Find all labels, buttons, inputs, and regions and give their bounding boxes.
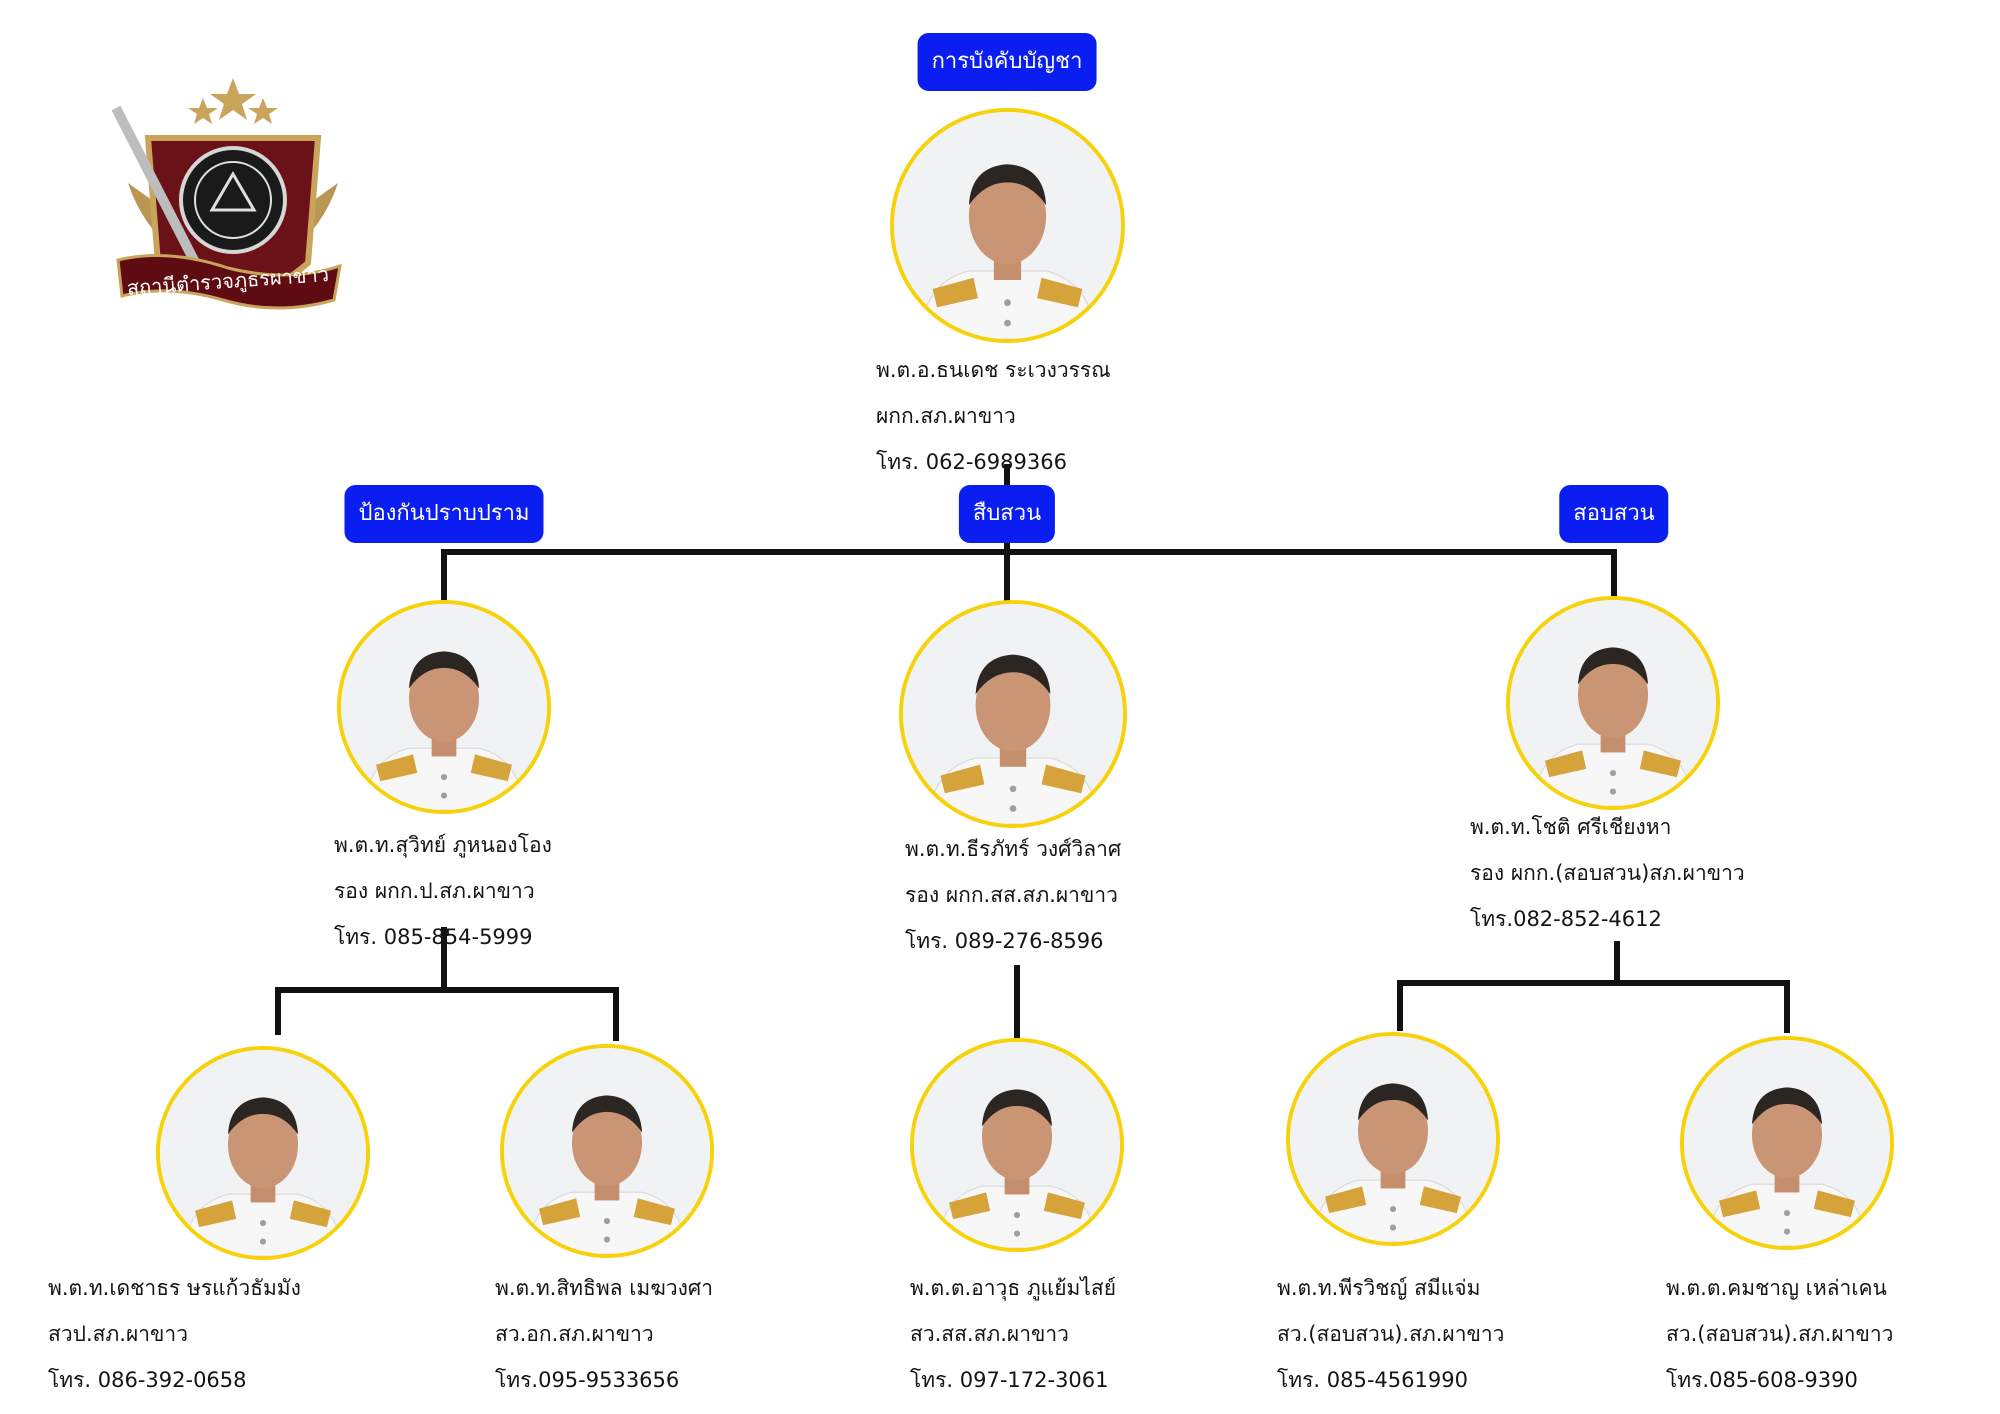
label-inquiry: สอบสวน xyxy=(1559,485,1669,543)
deputy-inquiry-photo xyxy=(1506,596,1720,810)
deputy-prevention-info: พ.ต.ท.สุวิทย์ ภูหนองโอง รอง ผกก.ป.สภ.ผาข… xyxy=(334,822,552,960)
name: พ.ต.ท.เดชาธร ษรแก้วธัมมัง xyxy=(48,1276,301,1300)
inspector-investigation-a-info: พ.ต.ท.สิทธิพล เมฆวงศา สว.อก.สภ.ผาขาว โทร… xyxy=(495,1265,713,1403)
inspector-investigation-a-photo xyxy=(500,1044,714,1258)
position: รอง ผกก.(สอบสวน)สภ.ผาขาว xyxy=(1470,861,1745,885)
inspector-inquiry-a-info: พ.ต.ท.พีรวิชญ์ สมีแจ่ม สว.(สอบสวน).สภ.ผา… xyxy=(1277,1265,1504,1403)
phone: โทร. 085-854-5999 xyxy=(334,925,533,949)
inspector-prevention-photo xyxy=(156,1046,370,1260)
name: พ.ต.ต.คมชาญ เหล่าเคน xyxy=(1666,1276,1887,1300)
position: รอง ผกก.ป.สภ.ผาขาว xyxy=(334,879,535,903)
inspector-inquiry-a-photo xyxy=(1286,1032,1500,1246)
position: สว.อก.สภ.ผาขาว xyxy=(495,1322,654,1346)
label-investigation: สืบสวน xyxy=(958,485,1056,543)
position: รอง ผกก.สส.สภ.ผาขาว xyxy=(905,883,1118,907)
inspector-investigation-b-photo xyxy=(910,1038,1124,1252)
deputy-prevention-photo xyxy=(337,600,551,814)
phone: โทร. 097-172-3061 xyxy=(910,1368,1109,1392)
chief-photo xyxy=(890,108,1125,343)
name: พ.ต.ท.พีรวิชญ์ สมีแจ่ม xyxy=(1277,1276,1481,1300)
inspector-inquiry-b-info: พ.ต.ต.คมชาญ เหล่าเคน สว.(สอบสวน).สภ.ผาขา… xyxy=(1666,1265,1893,1403)
inspector-prevention-info: พ.ต.ท.เดชาธร ษรแก้วธัมมัง สวป.สภ.ผาขาว โ… xyxy=(48,1265,301,1403)
name: พ.ต.ท.โชติ ศรีเชียงหา xyxy=(1470,815,1672,839)
phone: โทร.082-852-4612 xyxy=(1470,907,1662,931)
position: สวป.สภ.ผาขาว xyxy=(48,1322,188,1346)
phone: โทร.085-608-9390 xyxy=(1666,1368,1858,1392)
name: พ.ต.ต.อาวุธ ภูแย้มไสย์ xyxy=(910,1276,1117,1300)
name: พ.ต.ท.สิทธิพล เมฆวงศา xyxy=(495,1276,713,1300)
deputy-investigation-info: พ.ต.ท.ธีรภัทร์ วงศ์วิลาศ รอง ผกก.สส.สภ.ผ… xyxy=(905,826,1121,964)
deputy-investigation-photo xyxy=(899,600,1127,828)
label-command: การบังคับบัญชา xyxy=(917,33,1097,91)
phone: โทร. 085-4561990 xyxy=(1277,1368,1468,1392)
position: สว.สส.สภ.ผาขาว xyxy=(910,1322,1069,1346)
phone: โทร. 062-6989366 xyxy=(876,450,1067,474)
phone: โทร. 089-276-8596 xyxy=(905,929,1104,953)
name: พ.ต.อ.ธนเดช ระเวงวรรณ xyxy=(876,358,1111,382)
inspector-investigation-b-info: พ.ต.ต.อาวุธ ภูแย้มไสย์ สว.สส.สภ.ผาขาว โท… xyxy=(910,1265,1116,1403)
phone: โทร.095-9533656 xyxy=(495,1368,680,1392)
name: พ.ต.ท.สุวิทย์ ภูหนองโอง xyxy=(334,833,552,857)
position: สว.(สอบสวน).สภ.ผาขาว xyxy=(1666,1322,1894,1346)
label-prevention: ป้องกันปราบปราม xyxy=(344,485,544,543)
position: ผกก.สภ.ผาขาว xyxy=(876,404,1016,428)
phone: โทร. 086-392-0658 xyxy=(48,1368,247,1392)
chief-info: พ.ต.อ.ธนเดช ระเวงวรรณ ผกก.สภ.ผาขาว โทร. … xyxy=(876,347,1111,485)
inspector-inquiry-b-photo xyxy=(1680,1036,1894,1250)
name: พ.ต.ท.ธีรภัทร์ วงศ์วิลาศ xyxy=(905,837,1122,861)
deputy-inquiry-info: พ.ต.ท.โชติ ศรีเชียงหา รอง ผกก.(สอบสวน)สภ… xyxy=(1470,804,1745,942)
position: สว.(สอบสวน).สภ.ผาขาว xyxy=(1277,1322,1505,1346)
police-station-emblem: สถานีตำรวจภูธรผาขาว xyxy=(108,78,358,338)
